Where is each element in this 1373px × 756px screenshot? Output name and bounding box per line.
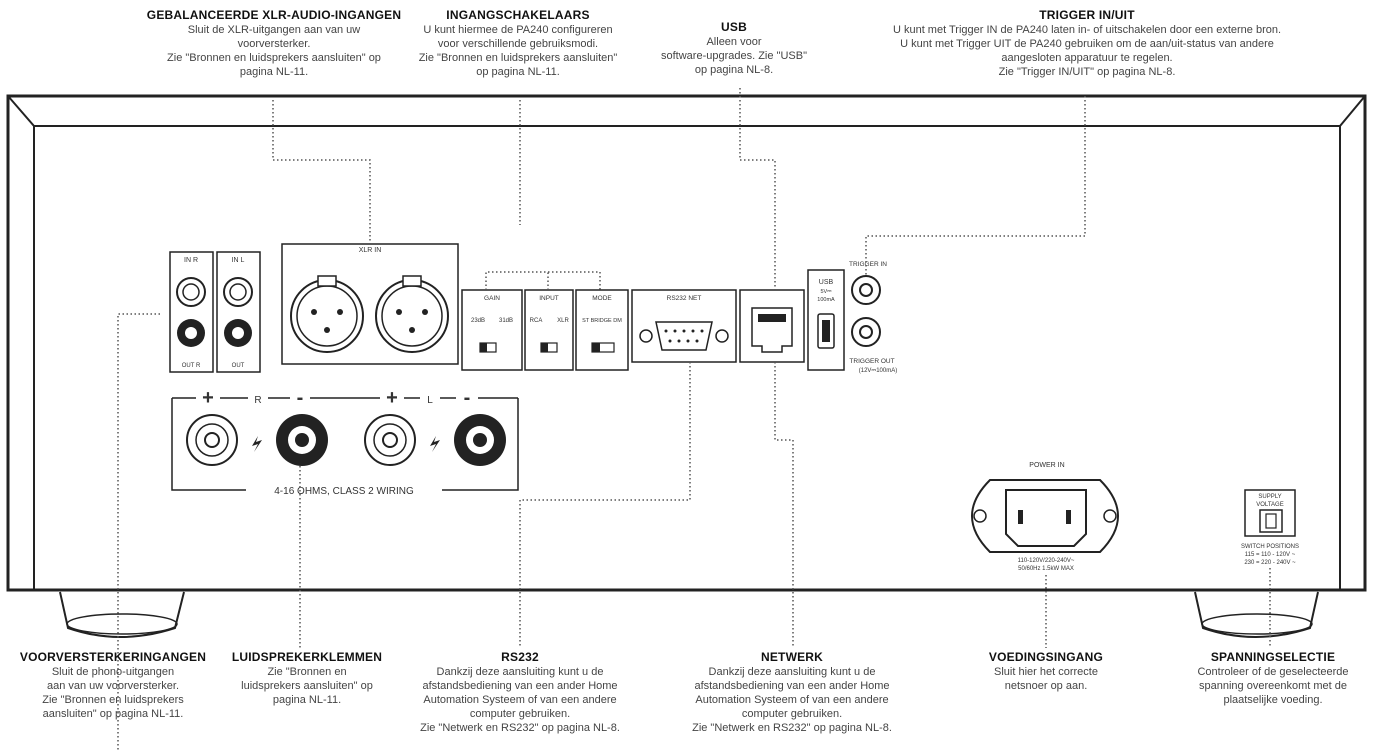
callout-xlr-desc: Sluit de XLR-uitgangen aan van uw voorve… (167, 24, 381, 78)
callout-power-input: VOEDINGSINGANG Sluit hier het correcte n… (972, 650, 1120, 693)
rs232-port: RS232 NET (631, 289, 737, 363)
rca-inputs: IN R IN L OUT R OUT (169, 251, 261, 373)
callout-usb-title: USB (721, 20, 747, 34)
callout-switches-desc: U kunt hiermee de PA240 configureren voo… (418, 24, 618, 78)
callout-xlr-title: GEBALANCEERDE XLR-AUDIO-INGANGEN (146, 8, 402, 22)
input-label: INPUT (539, 295, 559, 302)
callout-usb-desc: Alleen voor software-upgrades. Zie "USB"… (661, 36, 807, 76)
mode-opts: ST BRIDGE DM (582, 318, 622, 324)
callout-network: NETWERK Dankzij deze aansluiting kunt u … (684, 650, 900, 735)
callout-speakers-desc: Zie "Bronnen en luidsprekers aansluiten"… (241, 666, 373, 706)
in-r-label: IN R (184, 257, 198, 264)
callout-rs232-title: RS232 (501, 650, 539, 664)
callout-preamp-inputs: VOORVERSTERKERINGANGEN Sluit de phono-ui… (6, 650, 220, 721)
trigger-in-label: TRIGGER IN (849, 261, 887, 268)
xlr-in-label: XLR IN (359, 247, 382, 254)
callout-input-switches: INGANGSCHAKELAARS U kunt hiermee de PA24… (400, 8, 636, 79)
callout-preamp-desc: Sluit de phono-uitgangen aan van uw voor… (42, 666, 184, 720)
chassis-top-bevel (7, 95, 1366, 127)
input-opt-b: XLR (557, 318, 569, 324)
callout-voltage-selection: SPANNINGSELECTIE Controleer of de gesele… (1178, 650, 1368, 707)
callout-voltage-title: SPANNINGSELECTIE (1210, 650, 1336, 664)
rs232-net-label: RS232 NET (667, 295, 702, 302)
callout-rs232-desc: Dankzij deze aansluiting kunt u de afsta… (420, 666, 620, 734)
sp-r-plus: + (202, 387, 214, 409)
callout-trigger: TRIGGER IN/UIT U kunt met Trigger IN de … (856, 8, 1318, 79)
sp-r-minus: - (297, 387, 304, 409)
gain-label: GAIN (484, 295, 500, 302)
callout-power-title: VOEDINGSINGANG (988, 650, 1104, 664)
trigger-out-label: TRIGGER OUT (849, 358, 894, 365)
callout-network-desc: Dankzij deze aansluiting kunt u de afsta… (692, 666, 892, 734)
callout-usb: USB Alleen voor software-upgrades. Zie "… (646, 20, 822, 77)
bolt-icon (252, 436, 262, 452)
callout-power-desc: Sluit hier het correcte netsnoer op aan. (994, 666, 1098, 692)
power-inlet: POWER IN 110-120V/220-240V~50/60Hz 1.5kW… (970, 462, 1120, 572)
callout-trigger-title: TRIGGER IN/UIT (1039, 8, 1135, 22)
wiring-label: 4-16 OHMS, CLASS 2 WIRING (274, 486, 414, 497)
callout-xlr-inputs: GEBALANCEERDE XLR-AUDIO-INGANGEN Sluit d… (118, 8, 430, 79)
power-in-label: POWER IN (1029, 462, 1064, 469)
callout-rs232: RS232 Dankzij deze aansluiting kunt u de… (412, 650, 628, 735)
callout-speaker-terminals: LUIDSPREKERKLEMMEN Zie "Bronnen en luids… (222, 650, 392, 707)
trigger-ports: TRIGGER IN TRIGGER OUT (12V⎓100mA) (849, 261, 897, 374)
gain-opt-a: 23dB (471, 318, 485, 324)
mode-label: MODE (592, 295, 612, 302)
leader-lines (117, 88, 1271, 752)
network-port (739, 289, 805, 363)
speaker-terminals: + R - + L - 4-16 OHMS, CLASS 2 WIRING (171, 387, 519, 497)
callout-voltage-desc: Controleer of de geselecteerde spanning … (1197, 666, 1349, 706)
sp-r-label: R (254, 395, 261, 406)
sp-l-label: L (427, 395, 433, 406)
xlr-inputs: XLR IN (281, 243, 459, 365)
gain-opt-b: 31dB (499, 318, 513, 324)
sp-l-plus: + (386, 387, 398, 409)
usb-label: USB (819, 279, 834, 286)
sp-l-minus: - (464, 387, 471, 409)
input-opt-a: RCA (530, 318, 543, 324)
trigger-out-spec: (12V⎓100mA) (859, 368, 897, 374)
callout-speakers-title: LUIDSPREKERKLEMMEN (231, 650, 383, 664)
callout-switches-title: INGANGSCHAKELAARS (446, 8, 590, 22)
out-r-label: OUT R (182, 363, 201, 369)
callout-network-title: NETWERK (760, 650, 824, 664)
bolt-icon (430, 436, 440, 452)
out-l-label: OUT (232, 363, 245, 369)
in-l-label: IN L (232, 257, 245, 264)
usb-spec: 5V⎓100mA (817, 289, 835, 303)
usb-port: USB 5V⎓100mA (807, 269, 845, 371)
callout-trigger-desc: U kunt met Trigger IN de PA240 laten in-… (892, 24, 1282, 78)
input-switches: GAIN 23dB 31dB INPUT RCA XLR MODE ST BRI… (461, 289, 629, 371)
callout-preamp-title: VOORVERSTERKERINGANGEN (19, 650, 207, 664)
power-spec: 110-120V/220-240V~50/60Hz 1.5kW MAX (1018, 558, 1075, 572)
